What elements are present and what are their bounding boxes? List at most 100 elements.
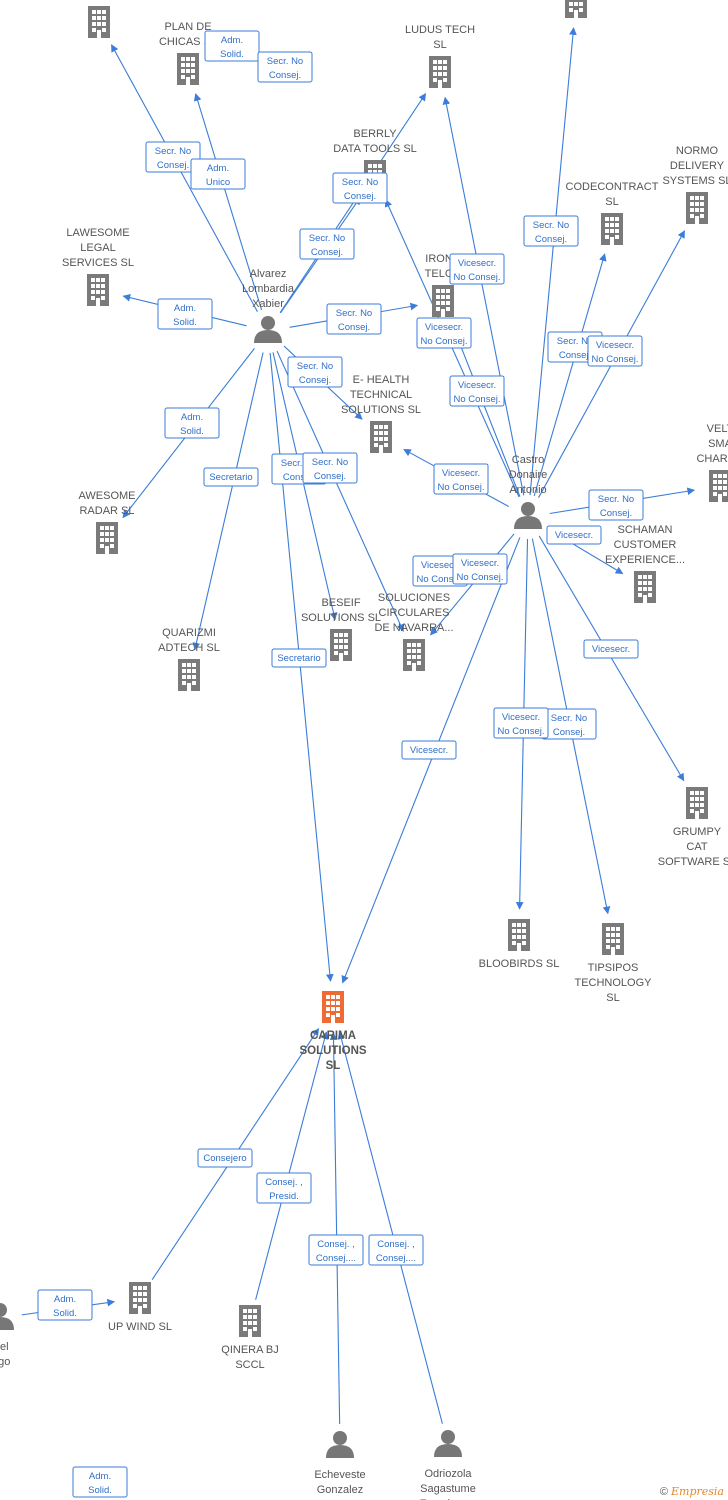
building-icon (239, 1305, 261, 1337)
edge-label-text: Secr. No (281, 458, 317, 469)
edge-label-text: Adm. (207, 163, 229, 174)
edge-label-text: Consej.... (376, 1253, 416, 1264)
edge-label-vicesecr-1[interactable]: Vicesecr. (546, 525, 602, 545)
person-icon (326, 1431, 354, 1458)
edge-label-text: Adm. (54, 1294, 76, 1305)
node-label-line: Echeveste (314, 1469, 365, 1481)
edge-label-box (257, 51, 313, 83)
edge-label-text: No Consej. (454, 394, 501, 405)
edge-label-consej-consej-2[interactable]: Consej. ,Consej.... (368, 1234, 424, 1266)
edge-label-text: Secretario (277, 653, 320, 664)
edge-label-vicesecr-no-consej-8[interactable]: Vicesecr.No Consej. (493, 707, 549, 739)
edge-label-adm-solid-2[interactable]: Adm. Solid. (157, 298, 213, 330)
edge-label-secretario-1[interactable]: Secretario (203, 467, 259, 487)
edge-label-vicesecr-2[interactable]: Vicesecr. (583, 639, 639, 659)
edge-echeveste-to-carima (329, 1032, 341, 1425)
edge-label-vicesecr-no-consej-1[interactable]: Vicesecr.No Consej. (449, 253, 505, 285)
node-ibel[interactable]: ibelñigo (0, 1303, 14, 1368)
edge-label-box (302, 452, 358, 484)
node-label-line: SOLUCIONES (378, 592, 450, 604)
person-icon (434, 1430, 462, 1457)
edge-label-text: Consej. , (265, 1177, 303, 1188)
edge-label-adm-solid-5[interactable]: Adm.Solid. (72, 1466, 128, 1498)
node-label-line: ñigo (0, 1356, 10, 1368)
node-schaman[interactable]: SCHAMANCUSTOMEREXPERIENCE... (605, 524, 685, 603)
edge-label-vicesecr-3[interactable]: Vicesecr. (401, 740, 457, 760)
edge-label-consejero[interactable]: Consejero (197, 1148, 253, 1168)
edge-label-text: Presid. (269, 1191, 299, 1202)
edge-label-text: Consej. (338, 322, 370, 333)
edge-label-vicesecr-no-consej-5[interactable]: Vicesecr.No Consej. (433, 463, 489, 495)
node-label-line: UP WIND SL (108, 1321, 172, 1333)
person-icon (514, 502, 542, 529)
brand-logo[interactable]: Empresia (671, 1485, 724, 1498)
footer-credit: © Empresia (660, 1485, 724, 1498)
edge-label-vicesecr-no-consej-2[interactable]: Vicesecr.No Consej. (416, 317, 472, 349)
node-bloobirds[interactable]: BLOOBIRDS SL (479, 919, 560, 970)
edge-label-box (546, 525, 602, 545)
edge-label-text: Adm. (89, 1471, 111, 1482)
node-velt[interactable]: VELTSMACHARGE (696, 423, 728, 502)
node-top-right-company[interactable] (565, 0, 587, 18)
node-echeveste[interactable]: EchevesteGonzalezFermin... (314, 1431, 366, 1500)
edge-label-consej-consej-1[interactable]: Consej. ,Consej.... (308, 1234, 364, 1266)
edge-label-adm-solid-3[interactable]: Adm.Solid. (164, 407, 220, 439)
edge-label-text: Solid. (53, 1308, 77, 1319)
edge-label-box (401, 740, 457, 760)
edge-label-text: Vicesecr. (425, 322, 463, 333)
node-top-left-company[interactable] (88, 6, 110, 38)
edge-label-vicesecr-no-consej-3[interactable]: Vicesecr.No Consej. (587, 335, 643, 367)
edge-label-adm-solid-1[interactable]: Adm.Solid. (204, 30, 260, 62)
node-up-wind[interactable]: UP WIND SL (108, 1282, 172, 1333)
edge-label-box (493, 707, 549, 739)
edge-label-box (452, 553, 508, 585)
building-icon (508, 919, 530, 951)
edge-label-consej-presid[interactable]: Consej. , Presid. (256, 1172, 312, 1204)
node-label-line: SOLUTIONS SL (341, 404, 421, 416)
node-odriozola[interactable]: OdriozolaSagastumeFrancisco... (420, 1430, 477, 1500)
edge-label-box (190, 158, 246, 190)
node-label-line: BESEIF (321, 597, 360, 609)
edge-label-text: Adm. (174, 303, 196, 314)
edge-label-adm-solid-4[interactable]: Adm. Solid. (37, 1289, 93, 1321)
building-icon (370, 421, 392, 453)
edge-label-text: Vicesecr. (596, 340, 634, 351)
edge-label-text: Solid. (173, 317, 197, 328)
edge-label-vicesecr-no-consej-4[interactable]: Vicesecr.No Consej. (449, 375, 505, 407)
node-label-line: Sagastume (420, 1483, 476, 1495)
edge-label-secretario-2[interactable]: Secretario (271, 648, 327, 668)
edge-label-vicesecr-no-consej-7[interactable]: Vicesecr.No Consej. (452, 553, 508, 585)
edge-label-adm-unico[interactable]: Adm.Unico (190, 158, 246, 190)
edge-label-text: Consej. (311, 247, 343, 258)
node-label-line: CODECONTRACT (566, 181, 659, 193)
edge-alvarez-to-soluciones_circulares (276, 350, 404, 632)
node-label-line: EXPERIENCE... (605, 554, 685, 566)
